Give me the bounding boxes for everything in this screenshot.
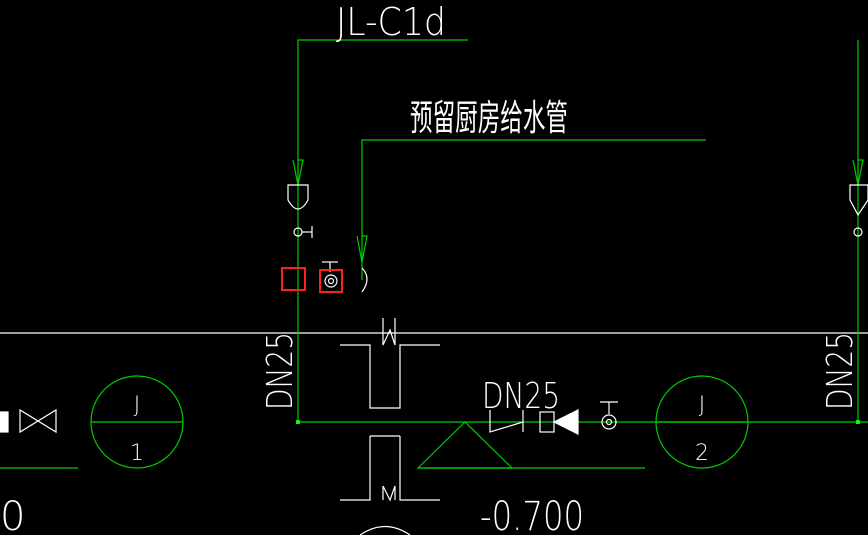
meter-2-bottom: 2 [695, 441, 709, 466]
column-bottom [340, 436, 371, 501]
left-gate-valve[interactable] [19, 408, 57, 434]
meter-1-bottom: 1 [130, 441, 144, 466]
column-top-break [382, 318, 396, 346]
dn-left-label: DN25 [260, 332, 301, 410]
riser-arrow [292, 159, 304, 186]
kitchen-valve-ring-inner [327, 277, 335, 285]
right-valve-circle [853, 227, 863, 237]
flow-arrow [552, 409, 579, 435]
small-valve-ring [601, 414, 617, 430]
riser-valve-symbol[interactable] [287, 184, 309, 210]
dn-mid-label: DN25 [482, 376, 560, 417]
meter-1-top: J [134, 393, 141, 418]
column-bottom-arc [359, 525, 411, 535]
pipe-grip-right[interactable] [856, 420, 860, 424]
selection-grip-left[interactable] [281, 267, 306, 291]
kitchen-pipe-leader [361, 139, 706, 280]
column-top [340, 344, 440, 409]
column-bottom-break [382, 485, 396, 502]
elevation-label: -0.700 [480, 494, 584, 535]
kitchen-pipe-label: 预留厨房给水管 [410, 98, 568, 139]
column-bottom-r [399, 436, 440, 501]
kitchen-valve-ring-outer [324, 274, 338, 288]
meter-2-top: J [699, 393, 706, 418]
riser-leader-line [297, 39, 468, 422]
left-fitting [0, 411, 9, 433]
kitchen-pipe-hook [361, 267, 368, 293]
pipe-grip-left[interactable] [296, 420, 300, 424]
dn-right-label: DN25 [820, 332, 861, 410]
elevation-left-fragment: 0 [0, 494, 25, 535]
small-valve-dot [605, 418, 613, 426]
right-riser-arrow [852, 159, 864, 186]
check-valve-triangle [489, 410, 524, 433]
pipe-triangle [416, 421, 514, 469]
selection-grip-right[interactable] [319, 269, 343, 293]
kitchen-pipe-arrow [356, 235, 368, 263]
riser-id-label: JL-C1d [336, 0, 446, 44]
right-valve-symbol [849, 184, 868, 217]
